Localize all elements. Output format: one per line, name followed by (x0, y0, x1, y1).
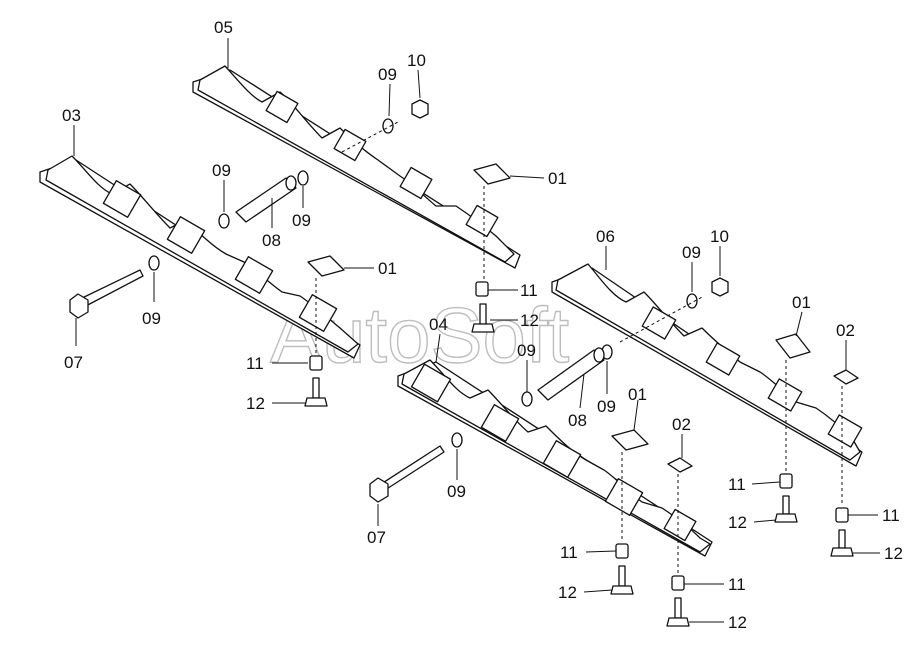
callout-08: 08 (262, 231, 281, 250)
spacer-11 (475, 281, 489, 297)
callout-05: 05 (214, 18, 233, 37)
spacer-11 (671, 575, 685, 591)
rail-04 (397, 359, 713, 557)
callout-02: 02 (836, 321, 855, 340)
rail-03 (39, 155, 361, 359)
callout-10: 10 (710, 227, 729, 246)
callout-12: 12 (884, 544, 903, 563)
callout-11: 11 (246, 354, 264, 373)
callout-12: 12 (558, 583, 577, 602)
callout-04: 04 (429, 315, 448, 334)
bolt-12 (304, 377, 328, 407)
spacer-11 (309, 355, 323, 371)
callout-07: 07 (367, 528, 386, 547)
rail-06 (551, 263, 863, 467)
bolt-07-left (69, 269, 144, 319)
callout-12: 12 (246, 394, 265, 413)
callout-10: 10 (407, 51, 426, 70)
spacer-11 (835, 507, 849, 523)
callout-09: 09 (378, 65, 397, 84)
plate-01 (775, 333, 811, 359)
bolt-12 (471, 303, 495, 333)
callout-12: 12 (728, 613, 747, 632)
callout-09: 09 (517, 341, 536, 360)
washer-09 (297, 170, 309, 186)
bolt-12 (830, 529, 854, 557)
pin-08-right (537, 347, 605, 401)
callout-09: 09 (142, 309, 161, 328)
plate-01 (307, 255, 345, 277)
washer-09 (521, 391, 533, 407)
callout-07: 07 (64, 353, 83, 372)
bolt-12 (666, 597, 690, 627)
callout-11: 11 (728, 475, 746, 494)
callout-01: 01 (792, 293, 811, 312)
callout-11: 11 (560, 543, 578, 562)
callout-11: 11 (728, 575, 746, 594)
callout-01: 01 (628, 385, 647, 404)
callout-09: 09 (682, 243, 701, 262)
callout-08: 08 (568, 411, 587, 430)
bolt-12 (610, 565, 634, 595)
plate-02 (833, 369, 859, 385)
callout-09: 09 (212, 161, 231, 180)
plate-01 (473, 163, 511, 185)
callout-11: 11 (882, 506, 900, 525)
callout-12: 12 (728, 513, 747, 532)
callout-06: 06 (596, 227, 615, 246)
rail-05 (192, 65, 521, 269)
plate-02 (667, 457, 693, 473)
callout-09: 09 (597, 397, 616, 416)
callout-01: 01 (548, 169, 567, 188)
callout-09: 09 (447, 482, 466, 501)
callout-12: 12 (520, 311, 539, 330)
spacer-11 (615, 543, 629, 559)
washer-09 (451, 432, 463, 448)
bolt-12 (774, 495, 798, 523)
callout-02: 02 (672, 415, 691, 434)
callout-11: 11 (520, 281, 538, 300)
pin-08-left (235, 175, 297, 223)
spacer-11 (779, 473, 793, 489)
washer-09 (218, 213, 230, 229)
callout-09: 09 (292, 211, 311, 230)
washer-09 (148, 255, 160, 271)
nut-10-top (411, 99, 429, 119)
callout-01: 01 (378, 259, 397, 278)
plate-01 (611, 429, 649, 451)
washer-09 (382, 118, 394, 134)
nut-10-right (711, 277, 729, 297)
bolt-07-right (369, 445, 445, 503)
callout-03: 03 (62, 106, 81, 125)
